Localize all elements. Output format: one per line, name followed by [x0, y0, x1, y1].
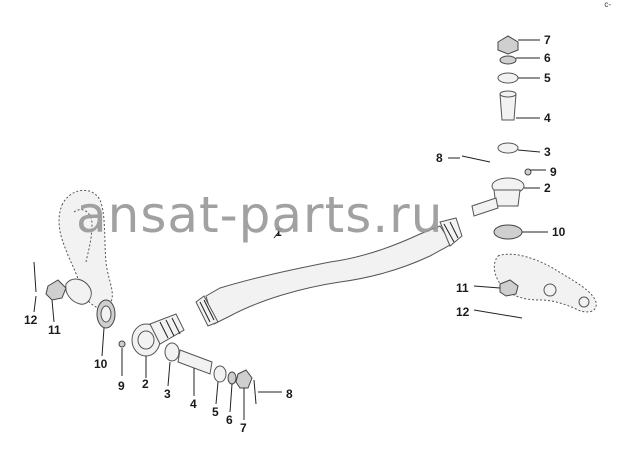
callout-1: 1	[275, 225, 282, 239]
right-rubber-boot-10	[493, 224, 523, 240]
left-grease-fitting-9	[118, 340, 126, 348]
tie-rod-tube-1	[195, 217, 463, 327]
left-cotter-pin-8	[253, 379, 257, 405]
callout-left-6: 6	[226, 413, 233, 427]
left-cotter-pin-12	[33, 261, 37, 293]
right-castle-nut-7	[497, 35, 519, 55]
callout-left-12: 12	[24, 313, 38, 327]
callout-left-4: 4	[190, 397, 197, 411]
callout-left-10: 10	[94, 357, 108, 371]
callout-labels: 1 7 6 5 4 3 8 9 2 10 11 12 12 11 10 9 2 …	[24, 33, 566, 435]
callout-left-3: 3	[164, 387, 171, 401]
corner-mark: c-	[604, 0, 611, 9]
right-ball-stud-4	[499, 90, 517, 121]
left-ball-stud-4	[177, 349, 213, 375]
right-washer-6	[499, 55, 517, 65]
callout-right-7: 7	[544, 33, 551, 47]
callout-right-5: 5	[544, 71, 551, 85]
right-washer-5	[497, 72, 519, 84]
right-tie-rod-end-2	[471, 177, 525, 217]
callout-right-10: 10	[552, 225, 566, 239]
callout-right-9: 9	[550, 165, 557, 179]
leader-lines	[33, 39, 548, 420]
left-tie-rod-end-2	[131, 313, 185, 357]
callout-left-7: 7	[240, 421, 247, 435]
left-washer-6	[227, 371, 237, 385]
right-steering-arm	[493, 253, 597, 313]
right-grease-fitting-9	[524, 168, 532, 176]
right-castle-nut-11	[499, 279, 519, 297]
callout-right-2: 2	[544, 181, 551, 195]
callout-left-2: 2	[142, 377, 149, 391]
callout-right-12: 12	[456, 305, 470, 319]
callout-left-11: 11	[48, 323, 61, 337]
callout-right-4: 4	[544, 111, 551, 125]
left-steering-arm	[58, 190, 113, 309]
left-castle-nut-11	[45, 279, 67, 301]
right-cotter-pin-12	[473, 309, 523, 319]
left-washer-5	[213, 365, 227, 383]
callout-left-8: 8	[286, 387, 293, 401]
left-rubber-boot-10	[96, 299, 116, 329]
left-castle-nut-7	[235, 369, 253, 389]
callout-right-8: 8	[436, 151, 443, 165]
callout-left-9: 9	[118, 379, 125, 393]
right-cotter-pin-8	[461, 155, 491, 163]
callout-right-11: 11	[456, 281, 469, 295]
callout-right-6: 6	[544, 51, 551, 65]
callout-right-3: 3	[544, 145, 551, 159]
right-bushing-3	[497, 142, 519, 154]
left-bushing-3	[164, 342, 180, 362]
callout-left-5: 5	[212, 405, 219, 419]
